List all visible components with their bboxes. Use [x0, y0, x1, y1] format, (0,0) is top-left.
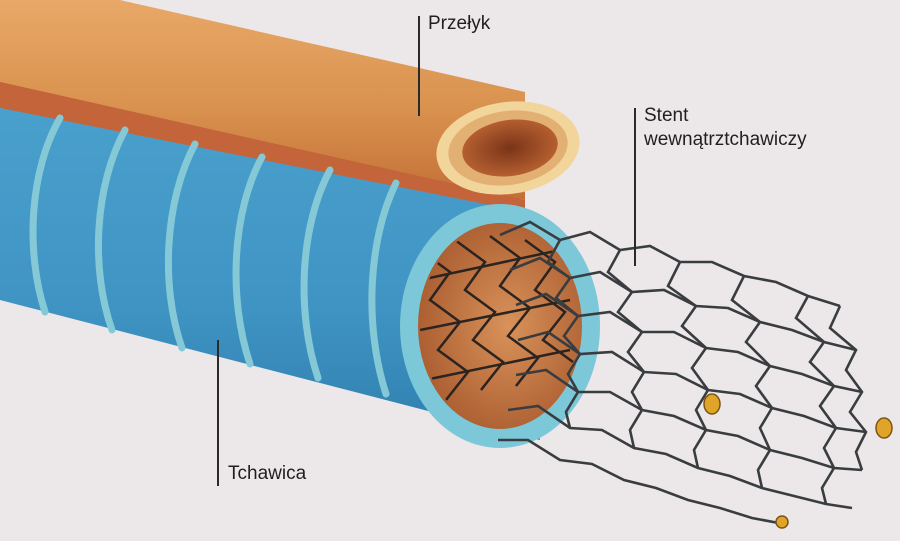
stent-marker: [875, 417, 893, 439]
trachea-leader-line: [217, 340, 219, 486]
esophagus-lumen: [462, 119, 558, 177]
stent-inside-lumen: [420, 234, 574, 401]
trachea-label: Tchawica: [228, 463, 307, 484]
stent-label-line2: wewnątrztchawiczy: [644, 129, 807, 150]
stent-marker: [775, 515, 789, 529]
trachea-lumen: [418, 223, 582, 429]
stent-markers: [703, 393, 893, 529]
stent-label-line1: Stent: [644, 105, 689, 126]
cartilage-rings: [29, 114, 400, 398]
stent-leader-line: [634, 108, 636, 266]
stent-marker: [703, 393, 721, 415]
esophagus-leader-line: [418, 16, 420, 116]
esophagus-label: Przełyk: [428, 13, 491, 34]
stent: [498, 220, 868, 526]
esophagus-tube: [0, 0, 525, 200]
